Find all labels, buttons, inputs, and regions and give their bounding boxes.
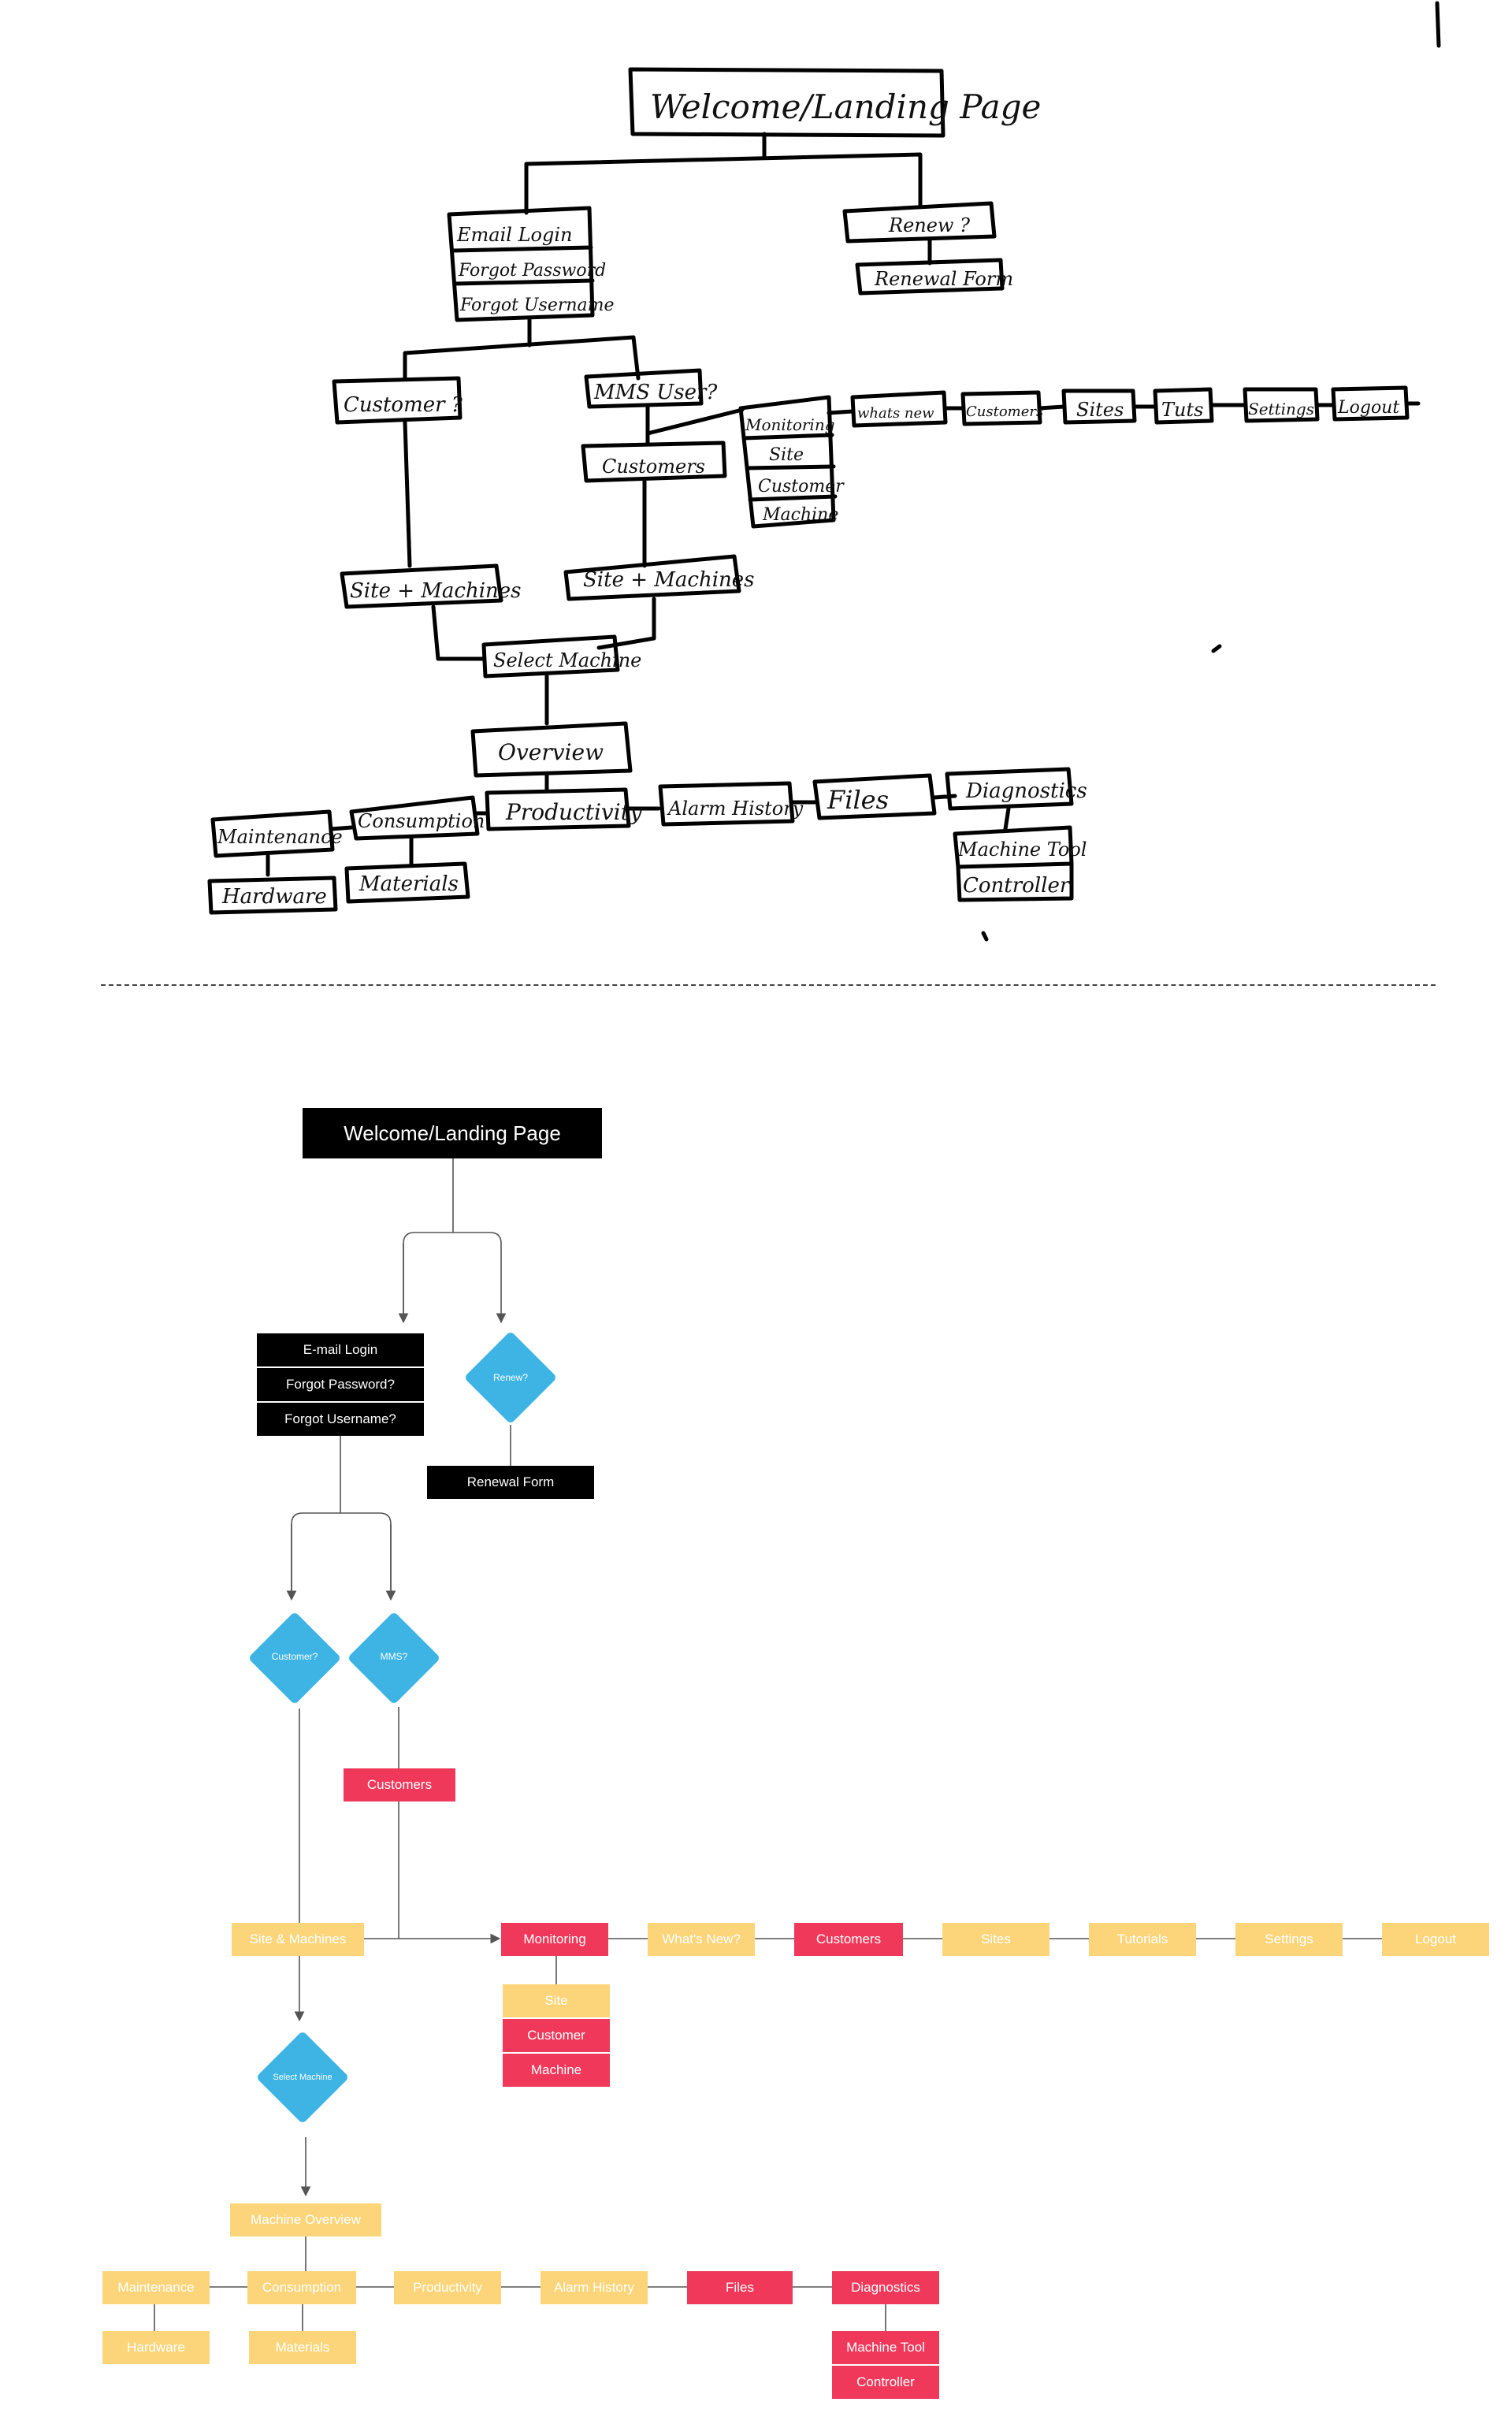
- dg-settings: Settings: [1235, 1923, 1343, 1956]
- dg-hardware: Hardware: [102, 2331, 210, 2364]
- sketch-site-machines-left: Site + Machines: [350, 579, 522, 603]
- sketch-overview: Overview: [498, 739, 604, 765]
- dg-select-machine-label: Select Machine: [273, 2073, 332, 2082]
- sketch-alarm-history: Alarm History: [667, 798, 804, 820]
- sketch-monitoring: Monitoring: [745, 415, 835, 434]
- dg-machine: Machine: [503, 2054, 610, 2087]
- dg-consumption: Consumption: [247, 2271, 356, 2304]
- sketch-welcome: Welcome/Landing Page: [650, 87, 1041, 126]
- sketch-renewal-form: Renewal Form: [874, 268, 1013, 290]
- sketch-productivity: Productivity: [505, 799, 643, 825]
- sketch-sitemap: Welcome/Landing Page Email Login Forgot …: [207, 1, 1441, 942]
- dg-email-login: E-mail Login: [257, 1333, 424, 1366]
- dg-mms-label: MMS?: [380, 1651, 408, 1662]
- dg-customer-label: Customer?: [271, 1651, 318, 1662]
- dg-maintenance: Maintenance: [102, 2271, 210, 2304]
- sketch-whats-new: whats new: [857, 405, 934, 422]
- sketch-tuts: Tuts: [1161, 399, 1203, 421]
- dg-controller: Controller: [832, 2366, 939, 2399]
- sketch-files: Files: [827, 785, 889, 815]
- dg-monitoring: Monitoring: [501, 1923, 608, 1956]
- sketch-customers-nav: Customers: [966, 403, 1043, 420]
- sketch-controller: Controller: [963, 874, 1071, 898]
- dg-forgot-username: Forgot Username?: [257, 1403, 424, 1436]
- dg-forgot-password: Forgot Password?: [257, 1368, 424, 1401]
- section-divider: [101, 984, 1436, 986]
- dg-diagnostics: Diagnostics: [832, 2271, 939, 2304]
- dg-customers: Customers: [344, 1768, 455, 1801]
- dg-productivity: Productivity: [394, 2271, 501, 2304]
- sketch-sites: Sites: [1076, 399, 1124, 421]
- dg-customers-nav: Customers: [794, 1923, 903, 1956]
- dg-sites: Sites: [942, 1923, 1049, 1956]
- dg-logout: Logout: [1382, 1923, 1489, 1956]
- sketch-customers: Customers: [602, 455, 705, 478]
- sketch-select-machine: Select Machine: [493, 649, 641, 671]
- sketch-machine: Machine: [762, 505, 838, 525]
- sketch-forgot-username: Forgot Username: [459, 296, 615, 315]
- dg-machine-overview: Machine Overview: [230, 2203, 381, 2237]
- sketch-materials: Materials: [358, 872, 459, 896]
- sketch-customer-q: Customer ?: [344, 393, 463, 417]
- sketch-customer: Customer: [758, 477, 845, 496]
- dg-site-machines: Site & Machines: [232, 1923, 364, 1956]
- sketch-renew: Renew ?: [888, 214, 970, 236]
- sketch-site-machines-right: Site + Machines: [583, 568, 755, 592]
- dg-machine-tool: Machine Tool: [832, 2331, 939, 2364]
- sketch-site: Site: [769, 445, 804, 465]
- dg-renewal-form: Renewal Form: [427, 1466, 594, 1499]
- dg-alarm-history: Alarm History: [541, 2271, 648, 2304]
- dg-whats-new: What's New?: [648, 1923, 755, 1956]
- sketch-logout: Logout: [1337, 398, 1399, 418]
- dg-materials: Materials: [249, 2331, 356, 2364]
- sketch-forgot-password: Forgot Password: [458, 261, 606, 281]
- sketch-hardware: Hardware: [221, 885, 327, 909]
- sketch-settings: Settings: [1248, 400, 1314, 418]
- dg-tutorials: Tutorials: [1089, 1923, 1196, 1956]
- dg-renew-label: Renew?: [492, 1372, 529, 1383]
- dg-files: Files: [687, 2271, 793, 2304]
- sketch-mms-user-q: MMS User?: [593, 381, 718, 404]
- dg-site: Site: [503, 1984, 610, 2017]
- dg-customer: Customer: [503, 2019, 610, 2052]
- dg-welcome-node: Welcome/Landing Page: [303, 1108, 602, 1158]
- sketch-maintenance: Maintenance: [217, 826, 343, 848]
- flowchart-connectors: [154, 1158, 1382, 2334]
- sketch-diagnostics: Diagnostics: [965, 779, 1087, 803]
- sketch-email-login: Email Login: [456, 224, 572, 246]
- sketch-consumption: Consumption: [358, 810, 485, 832]
- sketch-machine-tool: Machine Tool: [957, 838, 1087, 861]
